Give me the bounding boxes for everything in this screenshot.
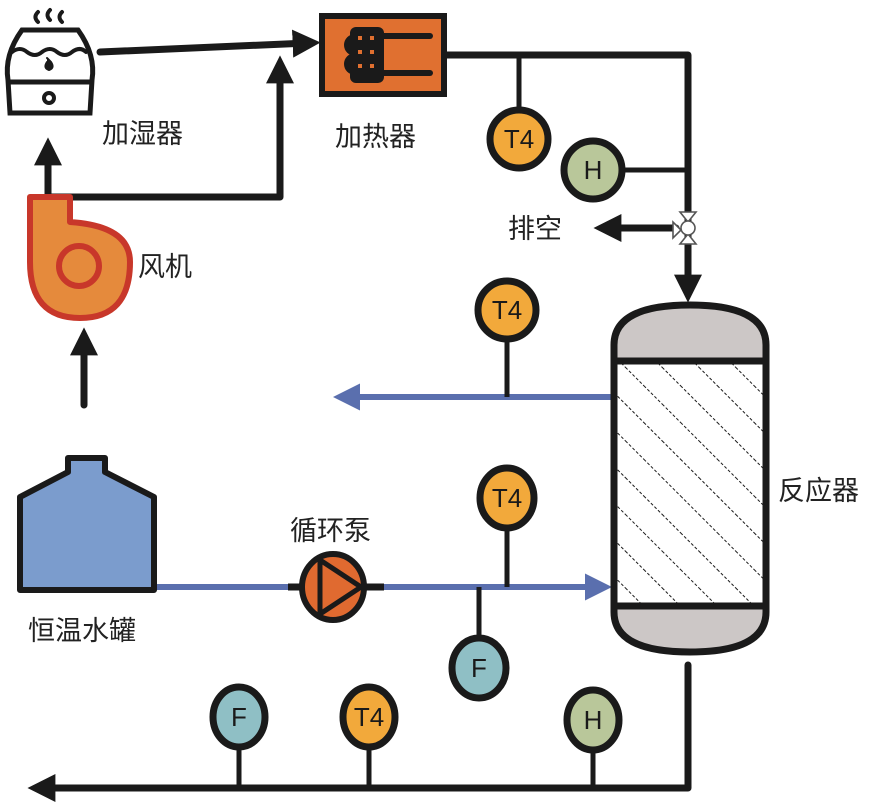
- gauge-t4-water-supply[interactable]: T4: [476, 464, 538, 532]
- heater[interactable]: 加热器: [319, 13, 447, 153]
- three-way-valve-icon: [672, 211, 698, 245]
- blower-fan-icon: [27, 194, 133, 321]
- gauge-h-outlet[interactable]: H: [563, 686, 623, 754]
- gauge-f-outlet[interactable]: F: [209, 683, 269, 751]
- packed-column-icon: [610, 301, 770, 656]
- reactor-label: 反应器: [778, 476, 859, 507]
- gauge-t4-outlet[interactable]: T4: [339, 683, 399, 751]
- svg-text:T4: T4: [504, 124, 534, 154]
- vent-valve[interactable]: 排空: [508, 211, 698, 245]
- tank-icon: [17, 455, 157, 593]
- gauge-h-after-heater[interactable]: H: [560, 137, 626, 203]
- tank-label: 恒温水罐: [28, 616, 136, 647]
- pump-label: 循环泵: [290, 516, 371, 547]
- air-line-humidifier-to-heater: [96, 29, 321, 58]
- heater-label: 加热器: [335, 122, 416, 153]
- gauge-t4-after-heater[interactable]: T4: [486, 106, 552, 172]
- blower-fan[interactable]: 风机: [27, 194, 192, 321]
- svg-text:F: F: [231, 702, 247, 732]
- fan-label: 风机: [138, 252, 192, 283]
- gauge-f-water-supply[interactable]: F: [448, 634, 510, 702]
- svg-text:T4: T4: [354, 702, 384, 732]
- svg-text:F: F: [471, 653, 487, 683]
- air-line-bypass: [44, 55, 294, 201]
- reactor[interactable]: 反应器: [610, 301, 859, 656]
- humidifier[interactable]: 加湿器: [4, 8, 183, 150]
- water-return-line: [333, 335, 612, 411]
- humidifier-label: 加湿器: [102, 119, 183, 150]
- svg-text:T4: T4: [492, 483, 522, 513]
- humidifier-icon: [4, 8, 96, 116]
- circulation-pump[interactable]: 循环泵: [288, 516, 384, 623]
- svg-text:T4: T4: [492, 295, 522, 325]
- constant-temp-tank[interactable]: 恒温水罐: [17, 455, 157, 647]
- water-supply-line: [150, 522, 612, 640]
- outlet-line: [27, 661, 692, 802]
- svg-text:H: H: [584, 155, 603, 185]
- heater-icon: [319, 13, 447, 97]
- vent-label: 排空: [508, 214, 562, 245]
- svg-text:H: H: [584, 705, 603, 735]
- gauge-t4-water-return[interactable]: T4: [474, 277, 540, 343]
- pump-icon: [288, 551, 384, 623]
